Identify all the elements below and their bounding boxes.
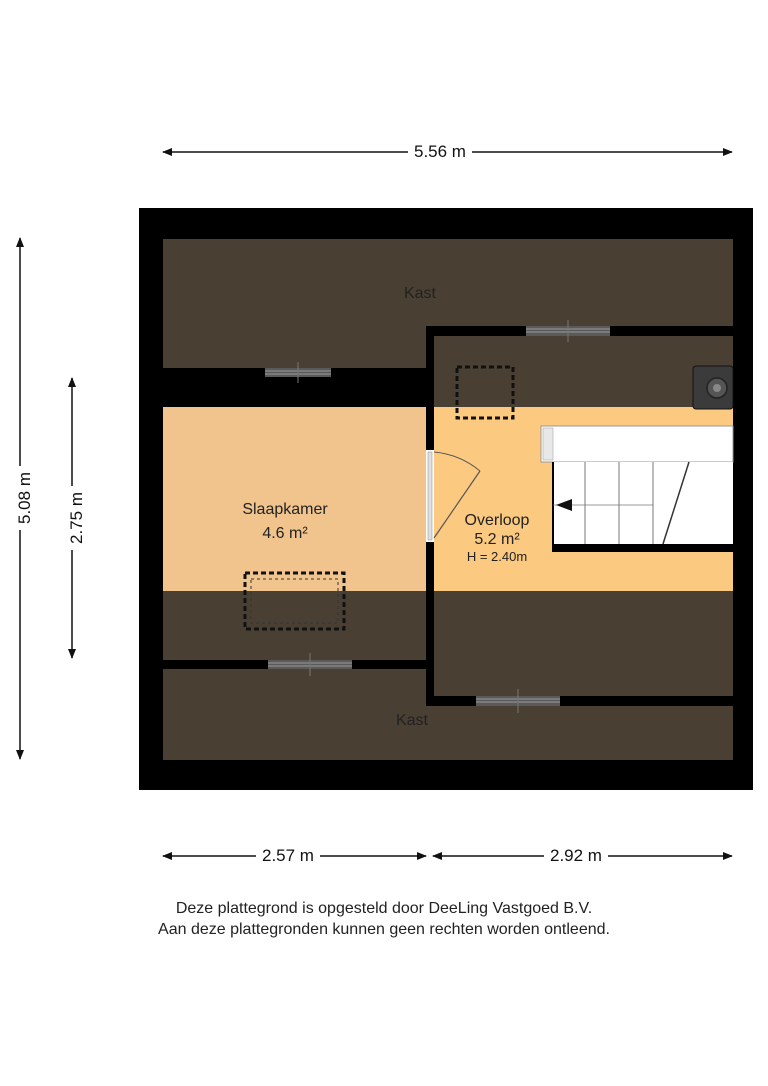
skylight-overloop	[455, 365, 515, 420]
room-label-kast-top: Kast	[403, 285, 436, 302]
dimension-bottom-right-label: 2.92 m	[544, 846, 608, 866]
dimension-top-label: 5.56 m	[408, 142, 472, 162]
slaapkamer-name: Slaapkamer	[242, 501, 328, 518]
kast-bottom-floor	[163, 591, 733, 760]
dimension-inner-label: 2.75 m	[66, 486, 87, 550]
overloop-dark-upper	[433, 336, 733, 407]
kast-door-top-left	[265, 362, 331, 383]
slaapkamer-floor	[163, 407, 426, 591]
staircase	[540, 425, 734, 552]
room-label-slaapkamer: Slaapkamer 4.6 m²	[220, 498, 350, 546]
skylight-slaapkamer	[243, 571, 346, 631]
door-slaapkamer-overloop	[426, 450, 481, 542]
footer-line-1: Deze plattegrond is opgesteld door DeeLi…	[175, 900, 593, 917]
room-label-overloop: Overloop 5.2 m² H = 2.40m	[442, 511, 552, 564]
kast-door-top-right	[526, 320, 610, 342]
dimension-bottom-left-label: 2.57 m	[256, 846, 320, 866]
wall-bottom-right	[426, 696, 733, 706]
room-label-kast-bottom: Kast	[395, 712, 428, 729]
kast-door-bottom-right	[476, 689, 560, 713]
footer-line-2: Aan deze plattegronden kunnen geen recht…	[158, 921, 610, 938]
dimension-left-label: 5.08 m	[14, 466, 35, 530]
kast-door-bottom-left	[268, 653, 352, 676]
overloop-name: Overloop	[464, 512, 530, 529]
boiler	[692, 365, 734, 410]
overloop-area: 5.2 m²	[474, 531, 520, 548]
slaapkamer-area: 4.6 m²	[262, 525, 308, 542]
overloop-height: H = 2.40m	[466, 549, 528, 564]
